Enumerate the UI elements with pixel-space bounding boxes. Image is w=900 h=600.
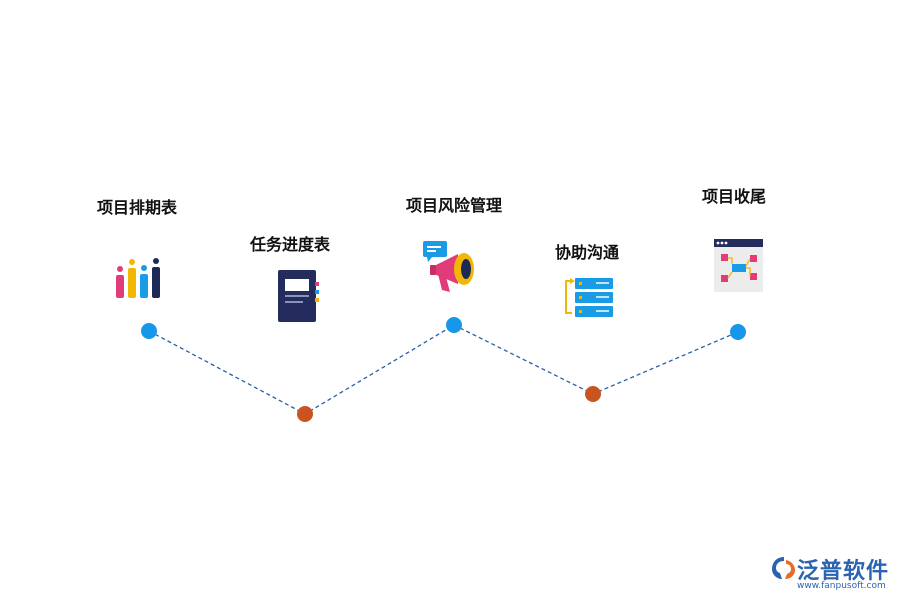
server-icon	[565, 278, 613, 317]
step-node-2	[297, 406, 313, 422]
brand-logo: 泛普软件 www.fanpusoft.com	[770, 553, 895, 597]
step-label-1: 项目排期表	[97, 198, 178, 217]
step-node-4	[585, 386, 601, 402]
flowchart-window-icon	[714, 239, 763, 292]
bar-chart-icon	[116, 258, 160, 298]
brand-name: 泛普软件	[797, 559, 890, 584]
step-label-2: 任务进度表	[250, 235, 331, 254]
megaphone-icon	[423, 241, 474, 292]
step-node-1	[141, 323, 157, 339]
step-node-5	[730, 324, 746, 340]
step-label-5: 项目收尾	[702, 187, 767, 206]
brand-url: www.fanpusoft.com	[797, 581, 886, 591]
step-label-4: 协助沟通	[555, 243, 620, 262]
notebook-icon	[278, 270, 319, 322]
step-node-3	[446, 317, 462, 333]
step-label-3: 项目风险管理	[406, 196, 503, 215]
brand-mark-icon	[772, 557, 795, 579]
